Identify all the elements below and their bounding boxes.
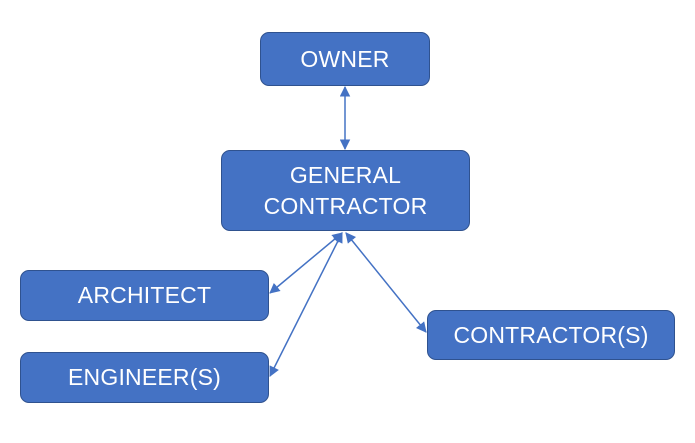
connector-general-contractor-architect — [269, 232, 343, 294]
connector-general-contractor-contractors — [345, 232, 427, 333]
contractors-node: CONTRACTOR(S) — [427, 310, 675, 360]
general-contractor-label-line1: GENERAL — [289, 161, 402, 188]
engineers-node: ENGINEER(S) — [20, 352, 269, 403]
owner-label: OWNER — [300, 45, 390, 72]
connector-general-contractor-engineers — [269, 232, 343, 377]
contractors-label: CONTRACTOR(S) — [453, 321, 649, 348]
architect-node: ARCHITECT — [20, 270, 269, 321]
owner-node: OWNER — [260, 32, 430, 86]
general-contractor-label: GENERAL CONTRACTOR — [264, 160, 428, 222]
general-contractor-label-line2: CONTRACTOR — [263, 192, 428, 219]
engineers-label: ENGINEER(S) — [68, 364, 221, 390]
architect-label: ARCHITECT — [77, 282, 212, 308]
general-contractor-node: GENERAL CONTRACTOR — [221, 150, 470, 231]
